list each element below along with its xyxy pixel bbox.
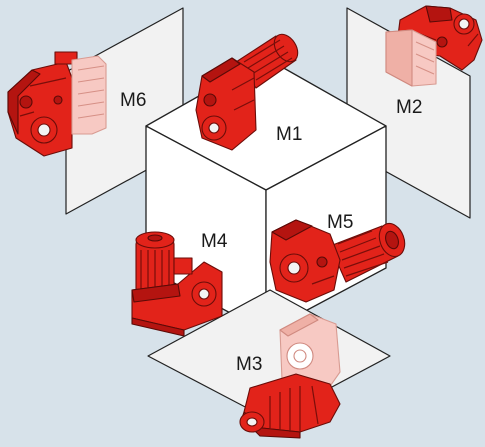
label-m4: M4	[201, 231, 228, 252]
label-m5: M5	[327, 212, 353, 233]
label-m6: M6	[120, 90, 146, 111]
label-m3: M3	[236, 354, 262, 375]
label-m2: M2	[396, 97, 422, 118]
label-m1: M1	[276, 124, 302, 145]
